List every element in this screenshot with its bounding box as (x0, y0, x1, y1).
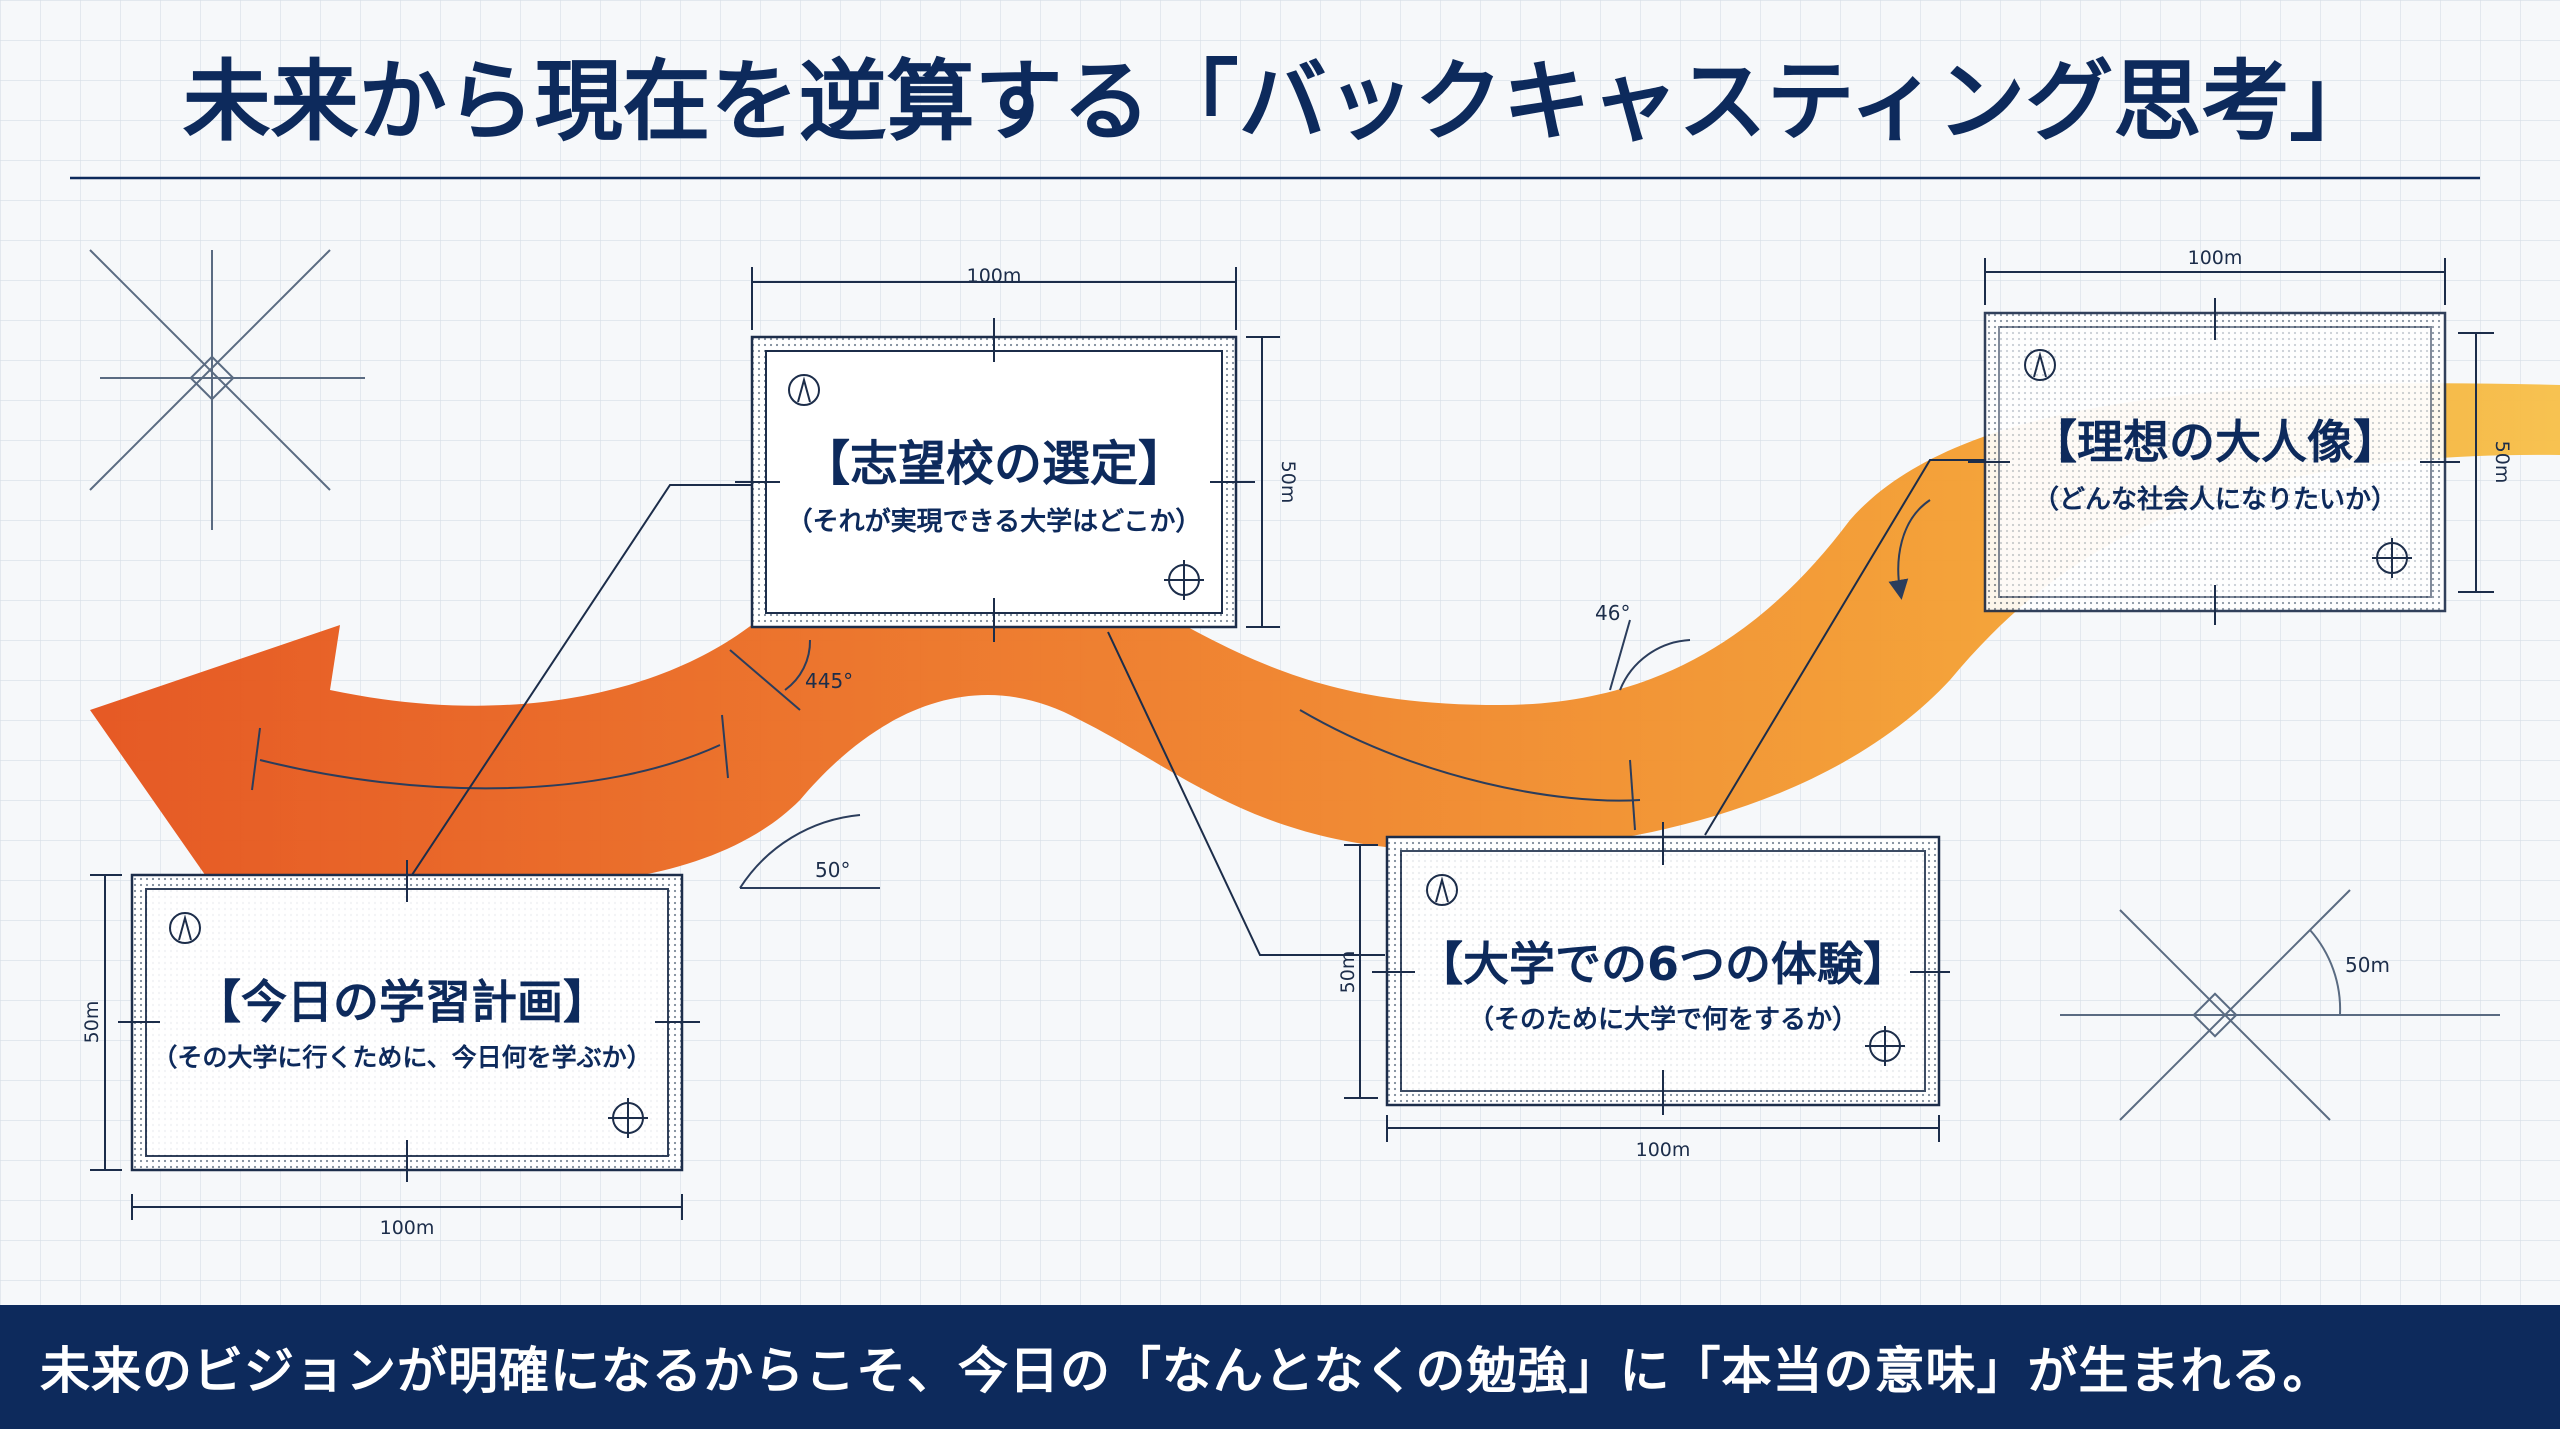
box-today: 100m 50m 【今日の学習計画】 （その大学に行くために、今日何を学ぶか） (81, 860, 700, 1239)
box-school-title: 【志望校の選定】 (802, 436, 1186, 492)
box-university: 100m 50m 【大学での6つの体験】 （そのために大学で何をするか） (1337, 822, 1950, 1161)
right-angle-label: 50m (2345, 953, 2390, 977)
box-school-width-label: 100m (967, 265, 1022, 287)
angle-label-46: 46° (1595, 601, 1630, 625)
box-goal-subtitle: （どんな社会人になりたいか） (2033, 484, 2397, 515)
box-university-height-label: 50m (1337, 951, 1359, 994)
construction-mark-right (2060, 889, 2500, 1121)
box-school-subtitle: （それが実現できる大学はどこか） (787, 506, 1202, 537)
angle-label-50: 50° (815, 858, 850, 882)
box-today-height-label: 50m (81, 1001, 103, 1044)
footer-banner: 未来のビジョンが明確になるからこそ、今日の「なんとなくの勉強」に「本当の意味」が… (0, 1305, 2560, 1429)
page-title: 未来から現在を逆算する「バックキャスティング思考」 (183, 50, 2378, 153)
arrow-annotations (251, 499, 1931, 889)
box-school: 100m 50m 【志望校の選定】 （それが実現できる大学はどこか） (735, 265, 1299, 642)
box-goal-width-label: 100m (2188, 247, 2243, 269)
box-school-height-label: 50m (1277, 461, 1299, 504)
backcasting-arrow (90, 383, 2560, 926)
box-goal-title: 【理想の大人像】 (2031, 415, 2399, 469)
angle-label-445: 445° (805, 669, 853, 693)
construction-mark-left (89, 249, 365, 530)
leader-lines (401, 459, 1995, 956)
box-today-width-label: 100m (380, 1217, 435, 1239)
box-university-width-label: 100m (1636, 1139, 1691, 1161)
box-university-subtitle: （そのために大学で何をするか） (1468, 1004, 1858, 1035)
box-goal-height-label: 50m (2491, 441, 2513, 484)
box-goal: 100m 50m 【理想の大人像】 （どんな社会人になりたいか） (1968, 247, 2513, 625)
footer-text: 未来のビジョンが明確になるからこそ、今日の「なんとなくの勉強」に「本当の意味」が… (40, 1342, 2334, 1400)
box-today-title: 【今日の学習計画】 (195, 975, 609, 1029)
box-university-title: 【大学での6つの体験】 (1417, 937, 1909, 991)
box-today-subtitle: （その大学に行くために、今日何を学ぶか） (152, 1043, 651, 1072)
